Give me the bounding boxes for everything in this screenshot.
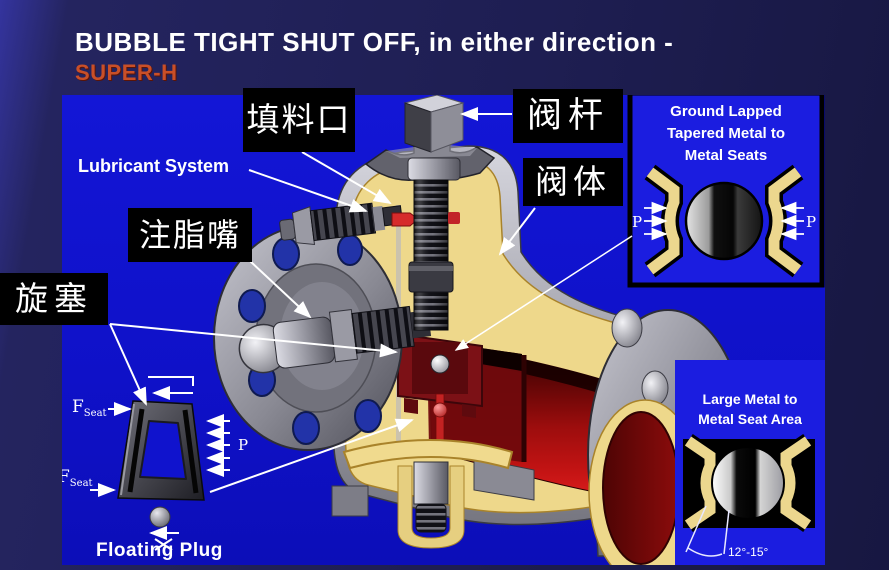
stem-assembly (364, 95, 496, 331)
callout-grease-fitting: 注脂嘴 (128, 208, 252, 262)
pressure-label: P (238, 436, 248, 454)
bottom-stem-threads (415, 503, 447, 533)
bottom-seal-dish (342, 439, 514, 470)
floating-plug-diagram: P FSeat FSeat (58, 376, 248, 551)
injector-pin-right (448, 212, 460, 224)
arrow-grease-fitting (249, 260, 312, 319)
arrow-diagram-to-valve (209, 418, 414, 493)
body-step (473, 457, 535, 501)
arrow-plug-to-valve (109, 323, 398, 358)
arrow-packing-port (301, 151, 392, 205)
valve-cross-section (213, 95, 749, 565)
lubricant-system-label: Lubricant System (78, 156, 230, 176)
inset-title-line: Metal Seat Area (698, 411, 802, 427)
callout-packing-port: 填料口 (243, 88, 355, 152)
check-ball (430, 354, 450, 374)
plug-circle (684, 181, 764, 261)
inset-title-line: Ground Lapped (670, 103, 782, 120)
arrow-plug-to-diagram (109, 323, 147, 406)
callout-plug: 旋塞 (0, 273, 108, 325)
inset-title-line: Large Metal to (702, 391, 798, 407)
arrow-lubricant-system (248, 169, 368, 213)
inset-tapered-seats-title: Ground Lapped Tapered Metal to Metal Sea… (630, 101, 822, 167)
measure-bracket (148, 376, 194, 386)
seat-gap-left (127, 408, 145, 493)
bolt-hole (354, 399, 382, 433)
inset-title-line: Metal Seats (684, 147, 768, 164)
seat-angle-label: 12°-15° (728, 545, 768, 559)
pressure-label-right: P (806, 213, 816, 231)
pressure-arrows-right (780, 201, 804, 241)
bolt-hole (337, 234, 363, 266)
floating-plug-label: Floating Plug (96, 540, 223, 561)
bolt-hole (611, 308, 643, 348)
bolt-hole (292, 411, 320, 445)
inset-seat-area: 12°-15° (675, 360, 825, 565)
bottom-stem (413, 461, 449, 505)
pressure-arrows-left (644, 201, 668, 241)
stem-head-front (404, 102, 432, 153)
bottom-housing (397, 465, 465, 549)
leader-arrows (109, 107, 633, 493)
port-opening (602, 411, 680, 565)
callout-stem: 阀杆 (513, 89, 623, 143)
inset-title-line: Tapered Metal to (666, 125, 786, 142)
floating-ball (149, 506, 171, 528)
pressure-label-left: P (632, 213, 642, 231)
plug-circle (711, 446, 785, 520)
inset-seat-area-title: Large Metal to Metal Seat Area (675, 389, 825, 429)
inset-tapered-seats: P P (627, 95, 825, 288)
callout-body: 阀体 (523, 158, 623, 206)
stem-head-side (430, 102, 464, 153)
slide-subtitle: SUPER-H (75, 60, 178, 85)
arrow-body (498, 207, 536, 256)
body-foot (331, 485, 369, 517)
plug-port-hole (139, 420, 187, 480)
x-mark (154, 538, 173, 551)
bolt-hole (272, 237, 300, 271)
slide-title: BUBBLE TIGHT SHUT OFF, in either directi… (75, 27, 674, 57)
seat-gap-right (182, 409, 199, 494)
bolt-hole (238, 289, 266, 323)
arrow-inset-to-seat (454, 235, 633, 351)
angle-annotation (685, 505, 730, 557)
force-seat-label-bottom: FSeat (58, 467, 93, 489)
packing-nut (407, 157, 461, 181)
pressure-arrows (206, 414, 230, 477)
force-seat-label-top: FSeat (72, 397, 107, 419)
